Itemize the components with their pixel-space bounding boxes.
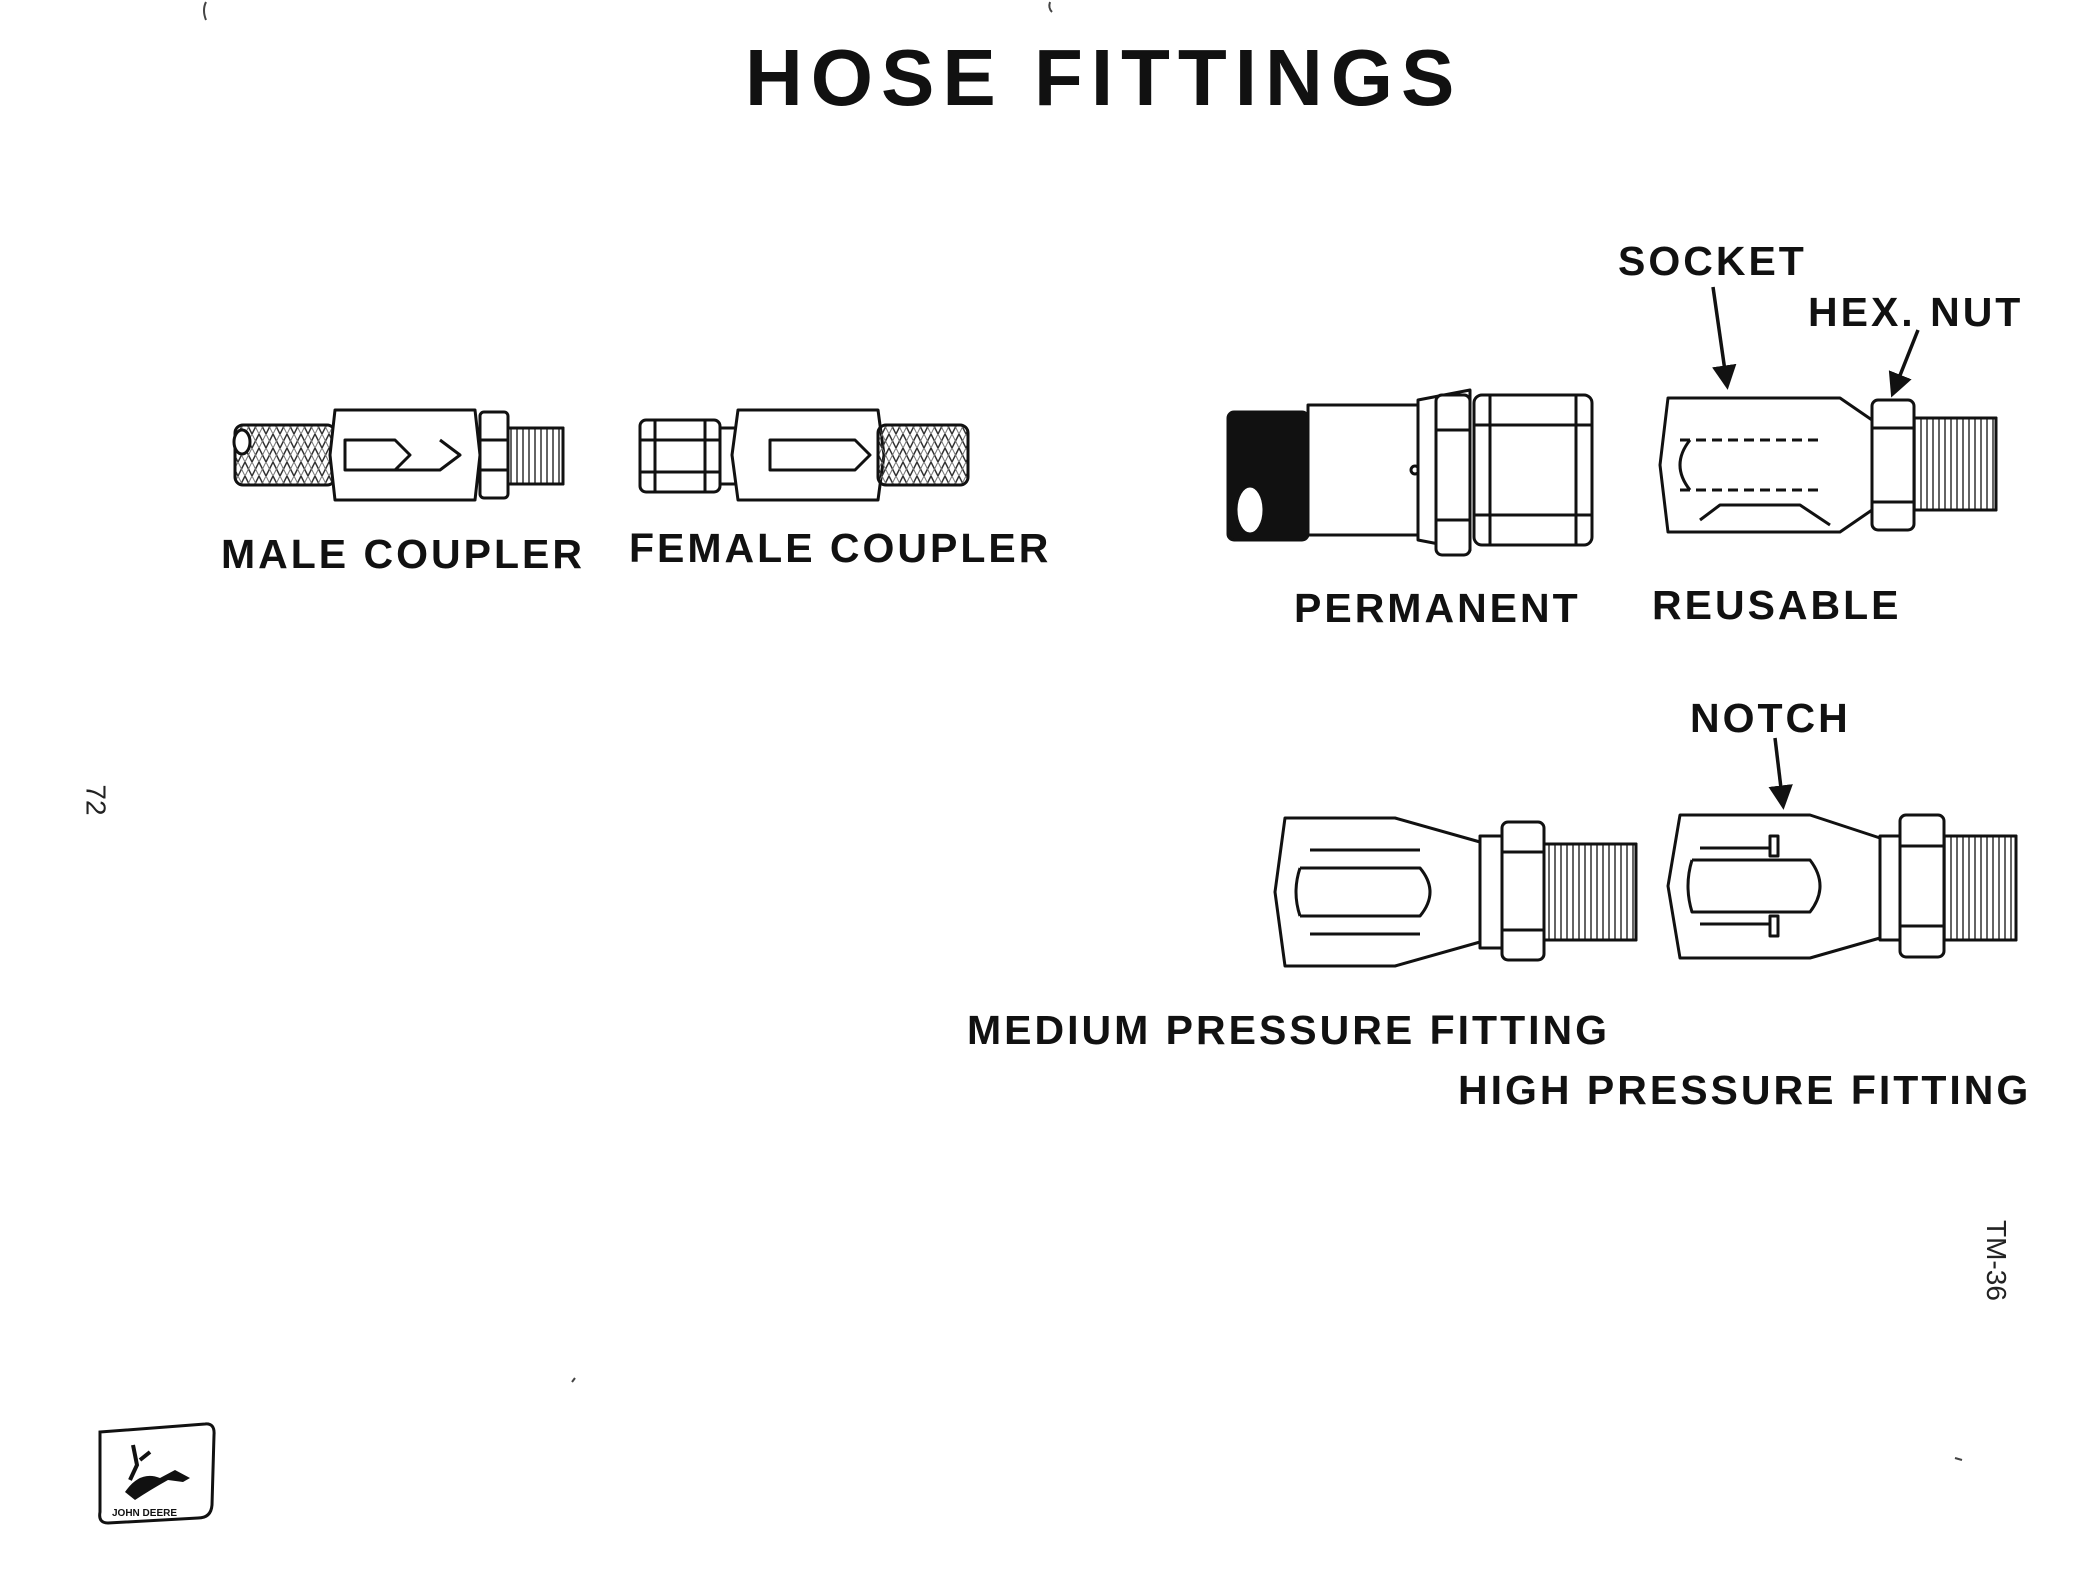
notch-label: NOTCH <box>1690 695 1851 741</box>
female-coupler-label: FEMALE COUPLER <box>629 525 1052 571</box>
high-pressure-label: HIGH PRESSURE FITTING <box>1458 1067 2032 1113</box>
reusable-fitting-drawing <box>1658 396 1998 534</box>
logo-text: JOHN DEERE <box>112 1508 177 1519</box>
john-deere-logo: JOHN DEERE <box>98 1422 216 1525</box>
male-coupler-drawing <box>232 408 565 502</box>
page-number: 72 <box>80 784 112 816</box>
reusable-label: REUSABLE <box>1652 582 1902 628</box>
tm-code: TM-36 <box>1981 1220 2012 1301</box>
socket-label: SOCKET <box>1618 238 1807 284</box>
female-coupler-drawing <box>638 408 970 502</box>
high-pressure-fitting-drawing <box>1666 813 2018 960</box>
scan-marks <box>203 1 1963 1461</box>
permanent-fitting-drawing <box>1226 388 1594 557</box>
notch-arrow <box>1768 737 1793 810</box>
permanent-label: PERMANENT <box>1294 585 1581 631</box>
medium-pressure-label: MEDIUM PRESSURE FITTING <box>967 1007 1611 1053</box>
male-coupler-label: MALE COUPLER <box>221 531 585 577</box>
socket-arrow <box>1711 286 1737 390</box>
hex-nut-arrow <box>1888 329 1920 398</box>
medium-pressure-fitting-drawing <box>1273 816 1638 968</box>
page-title: HOSE FITTINGS <box>745 33 1463 122</box>
hex-nut-label: HEX. NUT <box>1808 289 2024 335</box>
